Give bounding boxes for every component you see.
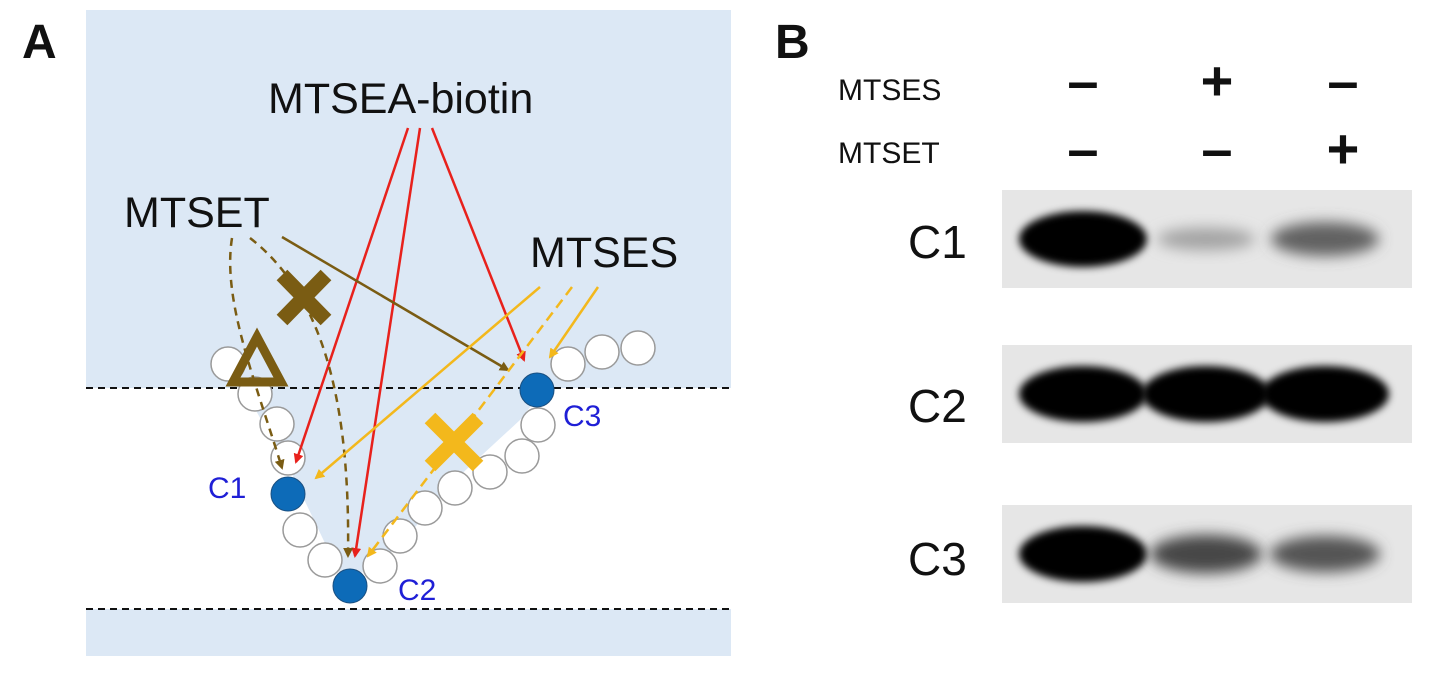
- site-label-c2: C2: [398, 574, 436, 607]
- residue: [520, 407, 556, 443]
- mtses-sign-lane-1: –: [1067, 49, 1098, 112]
- mtses-arrow-to-c1: [314, 286, 541, 480]
- mtsea-arrow-to-c1: [293, 127, 410, 464]
- mtsea-arrow-to-c2: [351, 127, 422, 558]
- blot-label-c1: C1: [908, 216, 967, 268]
- blot-band-c3-lane-2: [1150, 534, 1262, 574]
- mtses-sign-lane-3: –: [1327, 49, 1358, 112]
- residue: [437, 470, 473, 506]
- site-label-c3: C3: [563, 400, 601, 433]
- mtses-arrow-to-c3: [548, 286, 600, 359]
- block-x-icon-mtset: [276, 269, 332, 326]
- residue: [307, 542, 343, 578]
- blot-band-c2-lane-2: [1142, 366, 1270, 422]
- intracellular-region: [86, 609, 731, 656]
- mtset-arrow-to-c2: [249, 237, 354, 558]
- residue: [382, 518, 418, 554]
- residue: [620, 330, 656, 366]
- mtset-sign-lane-2: –: [1201, 117, 1232, 180]
- residue: [504, 438, 540, 474]
- blot-band-c1-lane-1: [1019, 211, 1147, 267]
- residue: [259, 406, 295, 442]
- reagent-label-mtsea-biotin: MTSEA-biotin: [268, 75, 533, 123]
- cysteine-site-c3: [519, 372, 555, 408]
- residue: [282, 512, 318, 548]
- blot-label-c2: C2: [908, 380, 967, 432]
- site-label-c1: C1: [208, 472, 246, 505]
- condition-label-mtses: MTSES: [838, 74, 941, 107]
- reagent-label-mtset: MTSET: [124, 189, 270, 237]
- blot-label-c3: C3: [908, 533, 967, 585]
- mtset-sign-lane-3: +: [1327, 117, 1360, 180]
- blot-band-c3-lane-1: [1019, 526, 1147, 582]
- panel-b-letter: B: [775, 16, 810, 69]
- mtsea-arrow-to-c3: [430, 127, 526, 362]
- cysteine-site-c2: [332, 568, 368, 604]
- block-x-icon-mtses: [424, 412, 484, 472]
- reagent-label-mtses: MTSES: [530, 229, 678, 277]
- blot-band-c2-lane-3: [1261, 366, 1389, 422]
- cysteine-site-c1: [270, 476, 306, 512]
- blot-bands: [1019, 211, 1389, 582]
- panel-b: B MTSES MTSET – + – – – + C1 C2 C3: [775, 16, 1412, 603]
- mtset-arrow-to-c1: [228, 237, 285, 470]
- residue: [550, 346, 586, 382]
- pore-region: [243, 388, 545, 585]
- blot-band-c1-lane-2: [1157, 227, 1255, 251]
- mtses-sign-lane-2: +: [1201, 49, 1234, 112]
- residue: [472, 454, 508, 490]
- blot-band-c2-lane-1: [1019, 366, 1147, 422]
- residue: [584, 334, 620, 370]
- blot-band-c1-lane-3: [1271, 222, 1379, 256]
- panel-a-letter: A: [22, 16, 57, 69]
- residue-chain: [210, 330, 656, 584]
- panel-a: A C1 C2 C3: [22, 10, 731, 656]
- mtsea-biotin-arrows: [293, 127, 526, 558]
- blot-band-c3-lane-3: [1270, 535, 1380, 573]
- mtset-sign-lane-1: –: [1067, 117, 1098, 180]
- partial-access-triangle-icon: [225, 327, 289, 387]
- condition-label-mtset: MTSET: [838, 137, 940, 170]
- residue: [407, 490, 443, 526]
